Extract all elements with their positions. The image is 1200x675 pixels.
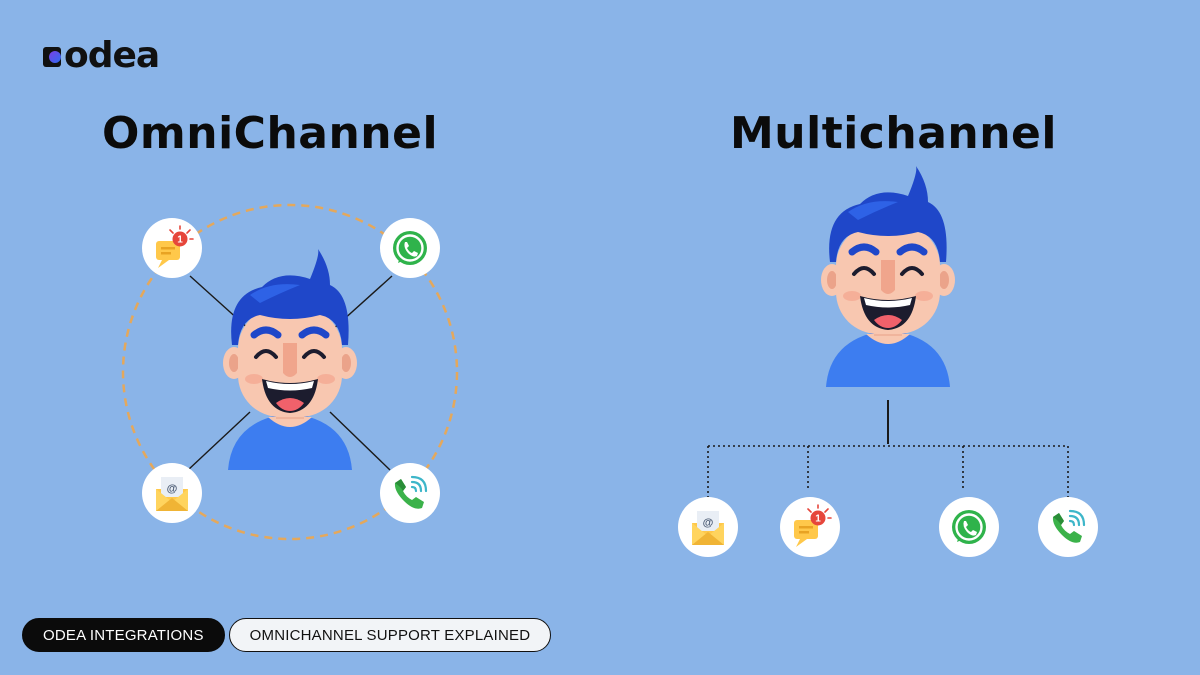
- whatsapp-icon: [378, 216, 442, 280]
- brand-logo: odea: [42, 35, 160, 76]
- tag-row: ODEA INTEGRATIONS OMNICHANNEL SUPPORT EX…: [22, 618, 552, 652]
- brand-name: odea: [64, 35, 160, 76]
- email-at-symbol: @: [703, 517, 714, 529]
- chat-notification-icon: [141, 217, 203, 279]
- tag-omnichannel-support[interactable]: OMNICHANNEL SUPPORT EXPLAINED: [228, 618, 552, 652]
- tag-odea-integrations[interactable]: ODEA INTEGRATIONS: [22, 618, 225, 652]
- logo-mark-icon: [42, 42, 62, 70]
- omnichannel-ring: [121, 203, 459, 541]
- omnichannel-title: OmniChannel: [102, 108, 439, 159]
- branch-lines: [707, 445, 1069, 500]
- support-agent-avatar: [821, 166, 955, 387]
- whatsapp-icon: [937, 495, 1001, 559]
- connector-lines: [187, 275, 393, 471]
- email-at-symbol: @: [167, 483, 178, 495]
- support-agent-avatar: [223, 249, 357, 470]
- phone-call-icon: [1036, 495, 1100, 559]
- multichannel-title: Multichannel: [730, 108, 1057, 159]
- chat-notification-icon: [779, 496, 841, 558]
- phone-call-icon: [378, 461, 442, 525]
